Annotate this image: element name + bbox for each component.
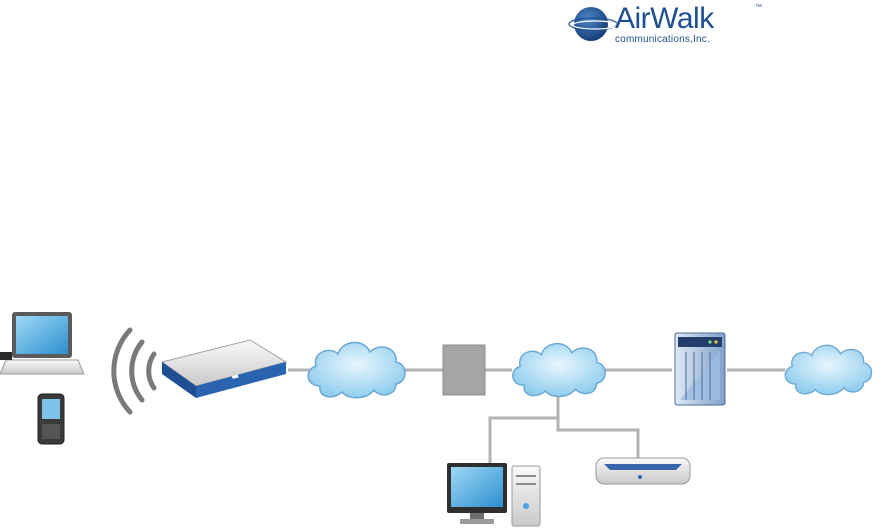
laptop-icon (0, 312, 84, 374)
line-cloud2-device (558, 418, 638, 460)
cloud-icon (785, 345, 871, 394)
network-device-icon (596, 458, 690, 484)
wireless-signal-icon (114, 330, 154, 412)
server-icon (675, 333, 725, 405)
desktop-computer-icon (447, 463, 540, 526)
cloud-icon (513, 344, 605, 397)
cloud-icon (308, 342, 405, 397)
mobile-phone-icon (38, 394, 64, 444)
gateway-box-icon (443, 345, 485, 395)
line-cloud2-desktop (490, 392, 558, 465)
access-point-icon (162, 340, 286, 398)
